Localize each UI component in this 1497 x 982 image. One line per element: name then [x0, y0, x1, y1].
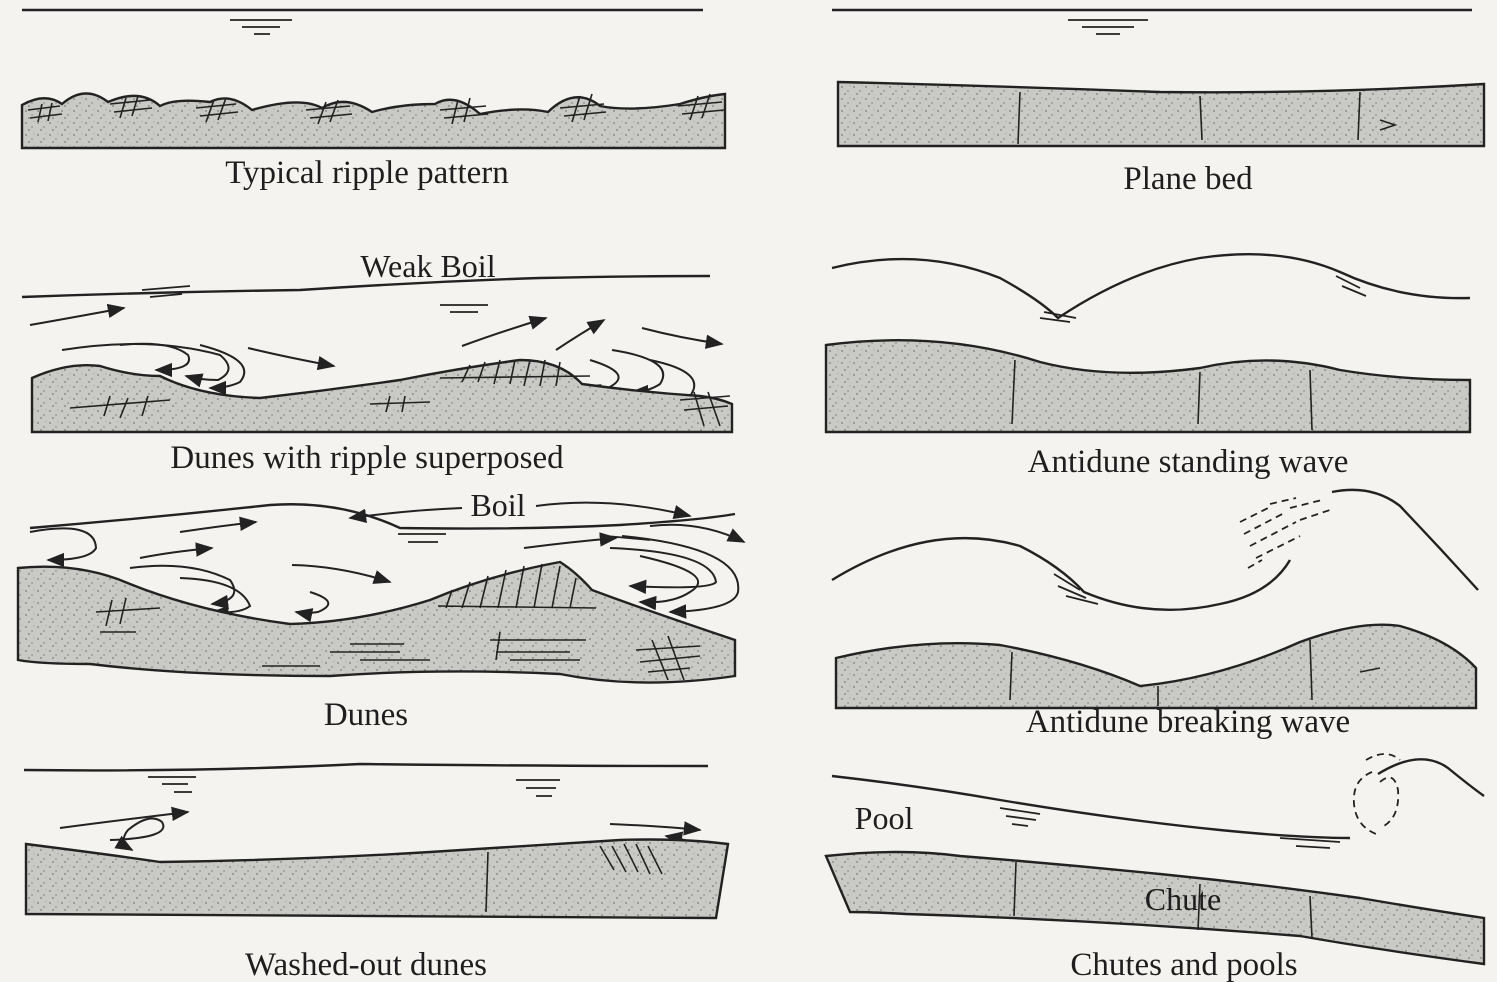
caption-typical-ripple: Typical ripple pattern — [225, 155, 509, 191]
caption-chutes-pools: Chutes and pools — [1070, 947, 1297, 982]
panel-typical-ripple: Typical ripple pattern — [22, 10, 725, 191]
plane-bed-sediment — [838, 82, 1484, 146]
water-level-symbol — [230, 20, 292, 34]
antidune-bed — [826, 340, 1470, 432]
washed-out-bed — [26, 840, 728, 919]
caption-washed-out: Washed-out dunes — [245, 947, 487, 982]
panel-chutes-pools: Pool Chute Chutes and pools — [826, 754, 1484, 982]
panel-antidune-breaking: Antidune breaking wave — [832, 490, 1478, 740]
panel-antidune-standing: Antidune standing wave — [826, 254, 1470, 480]
caption-plane-bed: Plane bed — [1123, 161, 1253, 197]
water-surface — [832, 538, 1290, 610]
dune-bed — [32, 360, 732, 432]
water-level-symbol — [148, 777, 560, 796]
panel-dunes: Boil Dunes — [18, 487, 744, 733]
water-level-symbol — [1054, 574, 1098, 604]
water-surface — [30, 504, 735, 528]
caption-antidune-breaking: Antidune breaking wave — [1026, 704, 1350, 740]
label-chute: Chute — [1145, 881, 1221, 917]
panel-washed-out: Washed-out dunes — [24, 764, 728, 982]
water-surface-crest — [1332, 490, 1478, 590]
panel-plane-bed: Plane bed — [832, 10, 1484, 197]
caption-antidune-standing: Antidune standing wave — [1028, 444, 1349, 480]
caption-dunes-ripple: Dunes with ripple superposed — [170, 440, 564, 476]
label-boil: Boil — [470, 487, 525, 523]
water-level-symbol — [1000, 808, 1340, 848]
water-surface — [24, 764, 708, 770]
label-weak-boil: Weak Boil — [360, 248, 495, 284]
water-level-symbol — [1068, 20, 1148, 34]
water-surface-crest — [1378, 759, 1484, 796]
dune-bed — [18, 562, 735, 683]
caption-dunes: Dunes — [324, 697, 408, 733]
antidune-bed — [836, 625, 1476, 708]
breaking-crest-spray — [1240, 498, 1330, 568]
panel-dunes-ripple: Weak Boil Dunes with ripple superposed — [22, 248, 732, 476]
water-surface — [832, 254, 1470, 318]
label-pool: Pool — [855, 800, 914, 836]
